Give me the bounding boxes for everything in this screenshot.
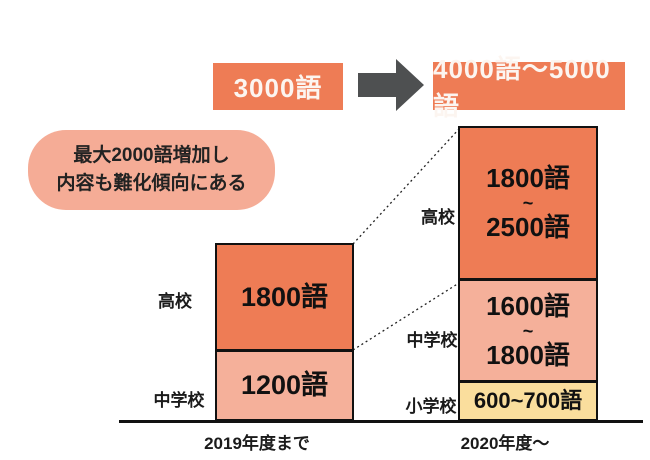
bar-2020: 1800語 ~ 2500語 1600語 ~ 1800語 600~700語 — [458, 126, 598, 421]
label-juniorhigh-right: 中学校 — [406, 331, 458, 350]
bar-2020-segment-juniorhigh: 1600語 ~ 1800語 — [460, 278, 596, 380]
callout-bubble: 最大2000語増加し 内容も難化傾向にある — [28, 130, 275, 210]
bar-2019-segment-juniorhigh: 1200語 — [217, 349, 352, 419]
bar-2020-segment-elementary: 600~700語 — [460, 380, 596, 419]
segment-value: 600~700語 — [473, 388, 583, 413]
callout-line-1: 最大2000語増加し — [73, 145, 230, 166]
axis-label-2019: 2019年度まで — [204, 434, 310, 453]
callout-line-2: 内容も難化傾向にある — [56, 173, 247, 194]
bar-2020-segment-highschool: 1800語 ~ 2500語 — [460, 128, 596, 278]
label-elementary-right: 小学校 — [405, 397, 457, 416]
before-total-box: 3000語 — [213, 63, 343, 110]
segment-value: 1800語 — [486, 163, 570, 193]
axis-label-2020: 2020年度〜 — [460, 434, 550, 453]
tilde-separator: ~ — [522, 193, 534, 213]
segment-value: 2500語 — [486, 212, 570, 242]
segment-value: 1800語 — [240, 281, 329, 312]
label-highschool-left: 高校 — [158, 292, 192, 311]
bar-2019: 1800語 1200語 — [215, 243, 354, 421]
segment-value: 1600語 — [486, 290, 570, 321]
tilde-separator: ~ — [522, 320, 534, 341]
label-highschool-right: 高校 — [421, 208, 455, 227]
label-juniorhigh-left: 中学校 — [153, 391, 205, 410]
after-total-box: 4000語〜5000語 — [433, 54, 625, 121]
right-arrow-icon — [358, 59, 424, 111]
x-axis-line — [119, 420, 643, 423]
bar-2019-segment-highschool: 1800語 — [217, 245, 352, 349]
segment-value: 1200語 — [240, 370, 329, 400]
segment-value: 1800語 — [486, 339, 570, 370]
